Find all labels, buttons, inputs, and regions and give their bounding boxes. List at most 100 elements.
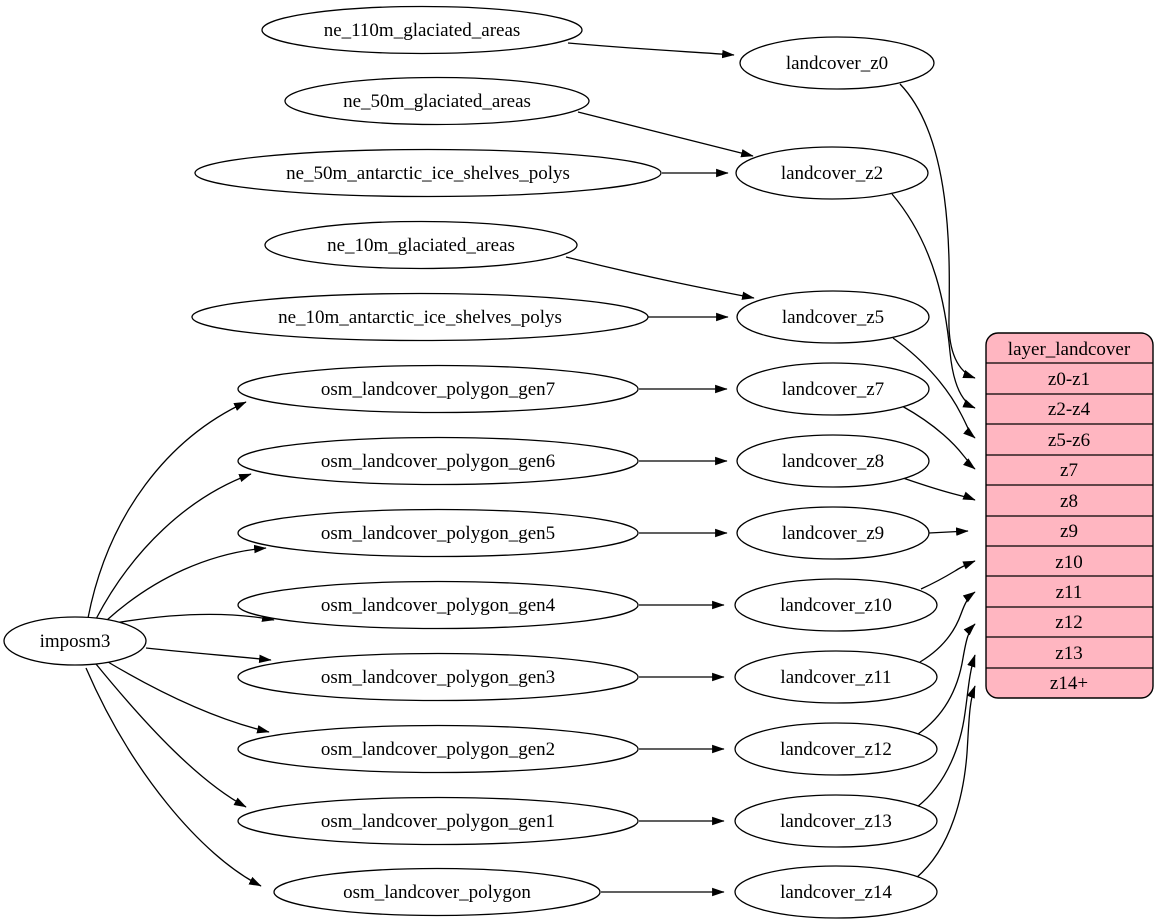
edge-imposm3-osm_landcover_polygon_gen4 bbox=[114, 613, 275, 624]
edge-ne_50m_glaciated_areas-landcover_z2 bbox=[577, 111, 754, 158]
node-label: osm_landcover_polygon_gen2 bbox=[321, 739, 555, 760]
edge-imposm3-osm_landcover_polygon bbox=[85, 667, 262, 887]
node-ellipse bbox=[237, 436, 639, 486]
node-osm_landcover_polygon_gen4: osm_landcover_polygon_gen4 bbox=[237, 580, 639, 630]
node-label: landcover_z8 bbox=[782, 451, 884, 472]
table-row-z7: z7 bbox=[1060, 460, 1078, 481]
node-label: landcover_z2 bbox=[781, 163, 883, 184]
edge-landcover_z8-row-z8 bbox=[902, 477, 976, 501]
node-osm_landcover_polygon_gen5: osm_landcover_polygon_gen5 bbox=[237, 508, 639, 558]
node-label: landcover_z9 bbox=[782, 523, 884, 544]
node-osm_landcover_polygon_gen6: osm_landcover_polygon_gen6 bbox=[237, 436, 639, 486]
node-ellipse bbox=[191, 292, 649, 342]
table-row-z8: z8 bbox=[1060, 491, 1078, 512]
node-label: osm_landcover_polygon bbox=[343, 882, 531, 903]
table-row-z9: z9 bbox=[1060, 521, 1078, 542]
edge-imposm3-osm_landcover_polygon_gen7 bbox=[87, 401, 247, 619]
edge-landcover_z9-row-z9 bbox=[928, 527, 969, 536]
node-osm_landcover_polygon: osm_landcover_polygon bbox=[273, 867, 601, 917]
node-label: landcover_z12 bbox=[780, 739, 892, 760]
edge-imposm3-osm_landcover_polygon_gen1 bbox=[95, 663, 247, 808]
node-ellipse bbox=[237, 364, 639, 414]
table-row-z0-z1: z0-z1 bbox=[1048, 369, 1090, 390]
node-ne_50m_antarctic_ice_shelves_polys: ne_50m_antarctic_ice_shelves_polys bbox=[194, 148, 662, 198]
edge-imposm3-osm_landcover_polygon_gen3 bbox=[145, 647, 272, 663]
node-ellipse bbox=[194, 148, 662, 198]
node-label: ne_110m_glaciated_areas bbox=[324, 20, 521, 41]
node-ellipse bbox=[264, 220, 578, 270]
node-label: ne_10m_glaciated_areas bbox=[327, 235, 515, 256]
table-row-z5-z6: z5-z6 bbox=[1048, 430, 1090, 451]
node-ne_110m_glaciated_areas: ne_110m_glaciated_areas bbox=[261, 5, 583, 55]
table-row-z11: z11 bbox=[1056, 582, 1083, 603]
node-ellipse bbox=[237, 796, 639, 846]
node-ellipse bbox=[734, 578, 938, 632]
node-landcover_z2: landcover_z2 bbox=[735, 146, 929, 200]
edge-landcover_z11-row-z11 bbox=[919, 591, 976, 663]
node-label: imposm3 bbox=[40, 631, 111, 652]
node-label: landcover_z5 bbox=[782, 307, 884, 328]
table-row-z13: z13 bbox=[1055, 643, 1082, 664]
edge-landcover_z5-row-z5-z6 bbox=[892, 337, 976, 439]
node-landcover_z12: landcover_z12 bbox=[734, 722, 938, 776]
node-landcover_z0: landcover_z0 bbox=[739, 36, 935, 90]
node-landcover_z13: landcover_z13 bbox=[734, 794, 938, 848]
node-ellipse bbox=[237, 508, 639, 558]
node-ellipse bbox=[736, 290, 930, 344]
node-landcover_z7: landcover_z7 bbox=[736, 362, 930, 416]
edge-landcover_z14-row-z14plus bbox=[915, 685, 976, 879]
edge-landcover_z10-row-z10 bbox=[920, 560, 976, 590]
node-label: osm_landcover_polygon_gen5 bbox=[321, 523, 555, 544]
node-label: landcover_z7 bbox=[782, 379, 884, 400]
edge-imposm3-osm_landcover_polygon_gen6 bbox=[95, 473, 252, 620]
node-ellipse bbox=[734, 865, 938, 919]
node-label: osm_landcover_polygon_gen4 bbox=[321, 595, 556, 616]
node-ne_10m_glaciated_areas: ne_10m_glaciated_areas bbox=[264, 220, 578, 270]
node-osm_landcover_polygon_gen2: osm_landcover_polygon_gen2 bbox=[237, 724, 639, 774]
node-ellipse bbox=[237, 724, 639, 774]
node-osm_landcover_polygon_gen7: osm_landcover_polygon_gen7 bbox=[237, 364, 639, 414]
node-label: ne_10m_antarctic_ice_shelves_polys bbox=[278, 307, 562, 328]
node-ellipse bbox=[284, 76, 590, 126]
node-ellipse bbox=[739, 36, 935, 90]
node-label: landcover_z10 bbox=[780, 595, 892, 616]
node-osm_landcover_polygon_gen3: osm_landcover_polygon_gen3 bbox=[237, 652, 639, 702]
node-label: osm_landcover_polygon_gen3 bbox=[321, 667, 555, 688]
edge-ne_110m_glaciated_areas-landcover_z0 bbox=[567, 42, 735, 59]
node-ellipse bbox=[237, 652, 639, 702]
edge-landcover_z12-row-z12 bbox=[917, 623, 976, 735]
node-landcover_z11: landcover_z11 bbox=[734, 650, 938, 704]
node-label: ne_50m_glaciated_areas bbox=[343, 91, 531, 112]
node-landcover_z5: landcover_z5 bbox=[736, 290, 930, 344]
node-ne_10m_antarctic_ice_shelves_polys: ne_10m_antarctic_ice_shelves_polys bbox=[191, 292, 649, 342]
edge-landcover_z2-row-z2-z4 bbox=[891, 193, 976, 409]
node-landcover_z14: landcover_z14 bbox=[734, 865, 938, 919]
node-label: ne_50m_antarctic_ice_shelves_polys bbox=[286, 163, 570, 184]
node-ellipse bbox=[735, 146, 929, 200]
node-landcover_z10: landcover_z10 bbox=[734, 578, 938, 632]
edge-landcover_z7-row-z7 bbox=[901, 405, 976, 470]
edge-imposm3-osm_landcover_polygon_gen5 bbox=[106, 544, 267, 621]
table-row-z2-z4: z2-z4 bbox=[1048, 399, 1091, 420]
table-title: layer_landcover bbox=[1008, 339, 1131, 360]
node-ellipse bbox=[273, 867, 601, 917]
table-row-z12: z12 bbox=[1055, 612, 1082, 633]
node-landcover_z8: landcover_z8 bbox=[736, 434, 930, 488]
table-row-z14plus: z14+ bbox=[1050, 673, 1088, 694]
node-ellipse bbox=[3, 616, 147, 666]
edge-landcover_z0-row-z0-z1 bbox=[899, 83, 976, 379]
node-label: landcover_z13 bbox=[780, 811, 892, 832]
edge-ne_10m_glaciated_areas-landcover_z5 bbox=[565, 256, 755, 300]
node-label: osm_landcover_polygon_gen7 bbox=[321, 379, 555, 400]
node-label: landcover_z14 bbox=[780, 882, 892, 903]
node-label: osm_landcover_polygon_gen6 bbox=[321, 451, 555, 472]
node-label: landcover_z0 bbox=[786, 53, 888, 74]
node-imposm3: imposm3 bbox=[3, 616, 147, 666]
node-ellipse bbox=[734, 722, 938, 776]
node-ellipse bbox=[736, 506, 930, 560]
node-ellipse bbox=[736, 362, 930, 416]
node-ellipse bbox=[736, 434, 930, 488]
edge-group bbox=[85, 42, 976, 897]
node-landcover_z9: landcover_z9 bbox=[736, 506, 930, 560]
